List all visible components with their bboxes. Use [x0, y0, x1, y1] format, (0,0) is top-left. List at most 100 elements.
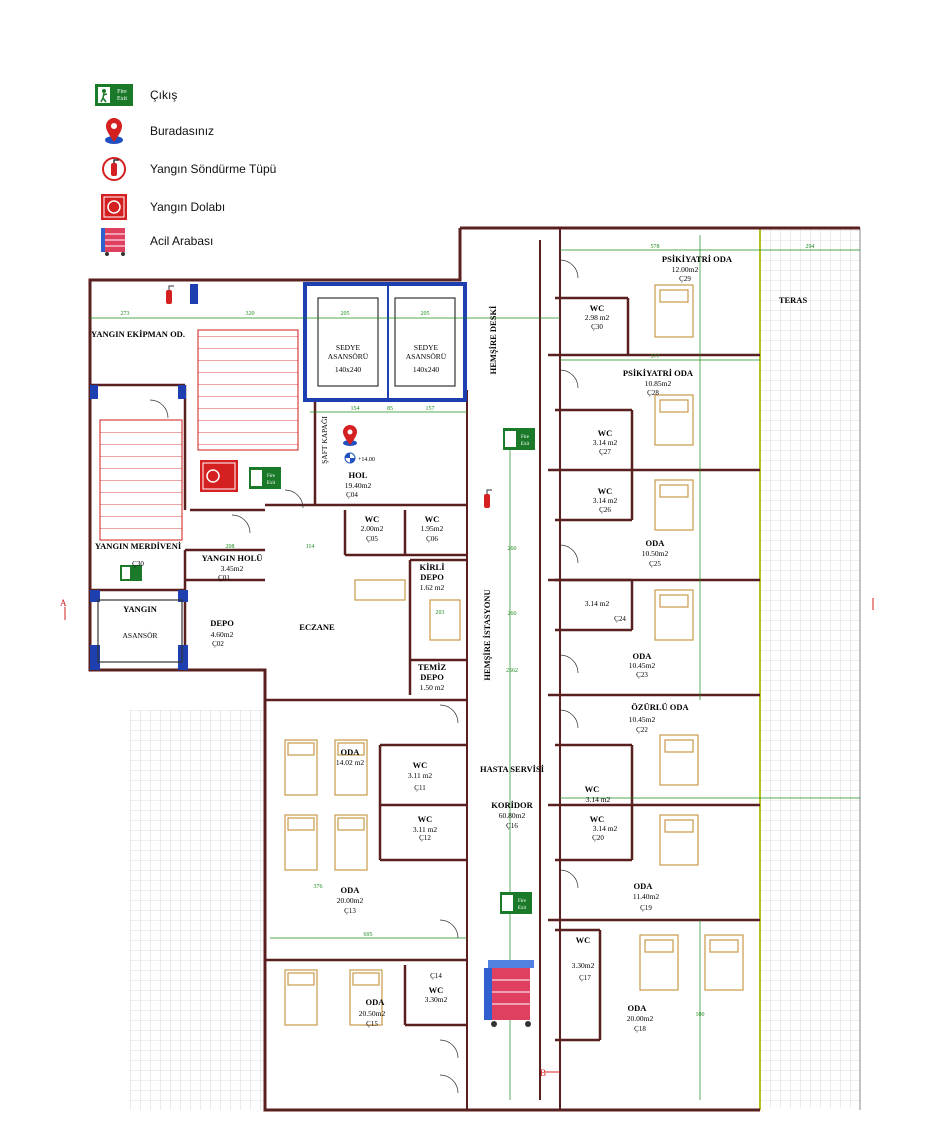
room-oda15-code: Ç15: [366, 1020, 378, 1028]
room-kirli-area: 1.62 m2: [420, 583, 445, 592]
dim-label: 203: [436, 610, 445, 616]
section-b-label: B: [540, 1068, 546, 1078]
room-kirli-name1: KİRLİ: [419, 562, 445, 572]
room-wc11-name: WC: [413, 760, 428, 770]
room-ozurlu-name: ÖZÜRLÜ ODA: [631, 702, 689, 712]
dim-label: 2562: [506, 668, 518, 674]
room-yangin-holu-area: 3.45m2: [221, 564, 244, 573]
legend-you-are-here-label: Buradasınız: [150, 124, 215, 138]
section-a-label: A: [60, 598, 67, 608]
legend-fire-cabinet: Yangın Dolabı: [95, 192, 225, 222]
room-oda15-area: 20.50m2: [359, 1009, 386, 1018]
dim-label: 578: [651, 244, 660, 250]
room-oda13-area: 20.00m2: [337, 896, 364, 905]
room-hemsire-deski: HEMŞİRE DESKİ: [488, 305, 498, 374]
room-temiz-area: 1.50 m2: [420, 683, 445, 692]
room-wc11-area: 3.11 m2: [408, 771, 433, 780]
room-wc26-code: Ç26: [599, 506, 611, 514]
room-wc14-area: 3.30m2: [425, 995, 448, 1004]
room-wc05-name: WC: [365, 514, 380, 524]
room-oda23-code: Ç23: [636, 671, 648, 679]
legend-extinguisher: Yangın Söndürme Tüpü: [95, 154, 276, 184]
room-eczane: ECZANE: [299, 622, 335, 632]
room-psik2-code: Ç28: [647, 389, 659, 397]
room-koridor-name: KORİDOR: [491, 800, 533, 810]
room-wc27-name: WC: [598, 428, 613, 438]
dim-label: 577: [651, 354, 660, 360]
room-oda25-area: 10.50m2: [642, 549, 669, 558]
exit-icon: Fire Exit: [500, 892, 532, 914]
room-wc06-code: Ç06: [426, 535, 438, 543]
room-ozurlu-area: 10.45m2: [629, 715, 656, 724]
dim-label: 376: [314, 884, 323, 890]
room-wc14-code: Ç14: [430, 972, 442, 980]
room-psik1-code: Ç29: [679, 275, 691, 283]
room-psik1-area: 12.00m2: [672, 265, 699, 274]
room-oda23-area: 10.45m2: [629, 661, 656, 670]
fire-stairs-upper: [197, 329, 299, 451]
room-koridor-area: 60.80m2: [499, 811, 526, 820]
dim-label: 100: [696, 1012, 705, 1018]
room-psik1-name: PSİKİYATRİ ODA: [662, 254, 733, 264]
room-oda19-code: Ç19: [640, 904, 652, 912]
fire-elevator-car: [97, 599, 183, 663]
location-pin-icon: [105, 118, 123, 144]
structural-columns: [90, 284, 198, 670]
dim-label: 208: [226, 544, 235, 550]
room-psik2-area: 10.85m2: [645, 379, 672, 388]
exit-sign-text: Fire: [267, 474, 276, 479]
room-wc30-name: WC: [590, 303, 605, 313]
room-oda11-name: ODA: [341, 747, 361, 757]
room-oda18-name: ODA: [628, 1003, 648, 1013]
section-markers: A B: [60, 598, 874, 1078]
sedye1-name1: SEDYE: [336, 343, 361, 352]
room-oda15-name: ODA: [366, 997, 386, 1007]
room-wc21-area: 3.14 m2: [586, 795, 611, 804]
exit-icon: [120, 565, 142, 581]
room-wc12-name: WC: [418, 814, 433, 824]
room-saft: ŞAFT KAPAĞI: [319, 416, 329, 464]
extinguisher-icon: [102, 157, 126, 181]
room-koridor-code: Ç16: [506, 822, 518, 830]
room-yangin-holu-name: YANGIN HOLÜ: [202, 553, 263, 563]
room-oda18-area: 20.00m2: [627, 1014, 654, 1023]
elevator-car-2: [394, 297, 456, 387]
room-depo-code: Ç02: [212, 640, 224, 648]
legend-extinguisher-label: Yangın Söndürme Tüpü: [150, 162, 277, 176]
dim-label: 154: [351, 406, 360, 412]
dim-label: 205: [421, 311, 430, 317]
room-wc17-name: WC: [576, 935, 591, 945]
exit-signs: Fire Exit Fire Exit Fire Exit: [120, 428, 535, 914]
sedye1-size: 140x240: [335, 365, 362, 374]
legend-you-are-here: Buradasınız: [95, 116, 214, 146]
room-ozurlu-code: Ç22: [636, 726, 648, 734]
fire-cabinet-icon: [101, 194, 127, 220]
room-wc24-area: 3.14 m2: [585, 599, 610, 608]
exit-sign-text: Fire: [518, 899, 527, 904]
room-yangin-merdiveni: YANGIN MERDİVENİ: [95, 541, 182, 551]
room-oda18-code: Ç18: [634, 1025, 646, 1033]
room-wc20-area: 3.14 m2: [593, 824, 618, 833]
dim-label: 85: [387, 406, 393, 412]
stretcher-elevator-shaft: [303, 282, 467, 402]
legend-fire-cabinet-label: Yangın Dolabı: [150, 200, 226, 214]
room-hemsire-istasyonu: HEMŞİRE İSTASYONU: [482, 589, 492, 680]
sedye2-name1: SEDYE: [414, 343, 439, 352]
room-hasta-servisi: HASTA SERVİSİ: [480, 764, 545, 774]
exit-icon: Fire Exit: [95, 84, 133, 106]
room-labels: YANGIN EKİPMAN OD. YANGIN MERDİVENİ YANG…: [91, 254, 807, 1033]
dim-label: 114: [306, 544, 315, 550]
dim-label: 695: [364, 932, 373, 938]
dim-label: 294: [806, 244, 815, 250]
room-wc20-code: Ç20: [592, 834, 604, 842]
dim-label: 260: [508, 611, 517, 617]
fire-stairs-lower: [99, 419, 183, 541]
extinguisher-icon: [166, 285, 174, 304]
crash-cart-icon: [101, 228, 125, 256]
room-depo-area: 4.60m2: [211, 630, 234, 639]
room-wc27-code: Ç27: [599, 448, 611, 456]
elevator-car-1: [317, 297, 379, 387]
room-oda23-name: ODA: [633, 651, 653, 661]
dim-label: 260: [508, 546, 517, 552]
